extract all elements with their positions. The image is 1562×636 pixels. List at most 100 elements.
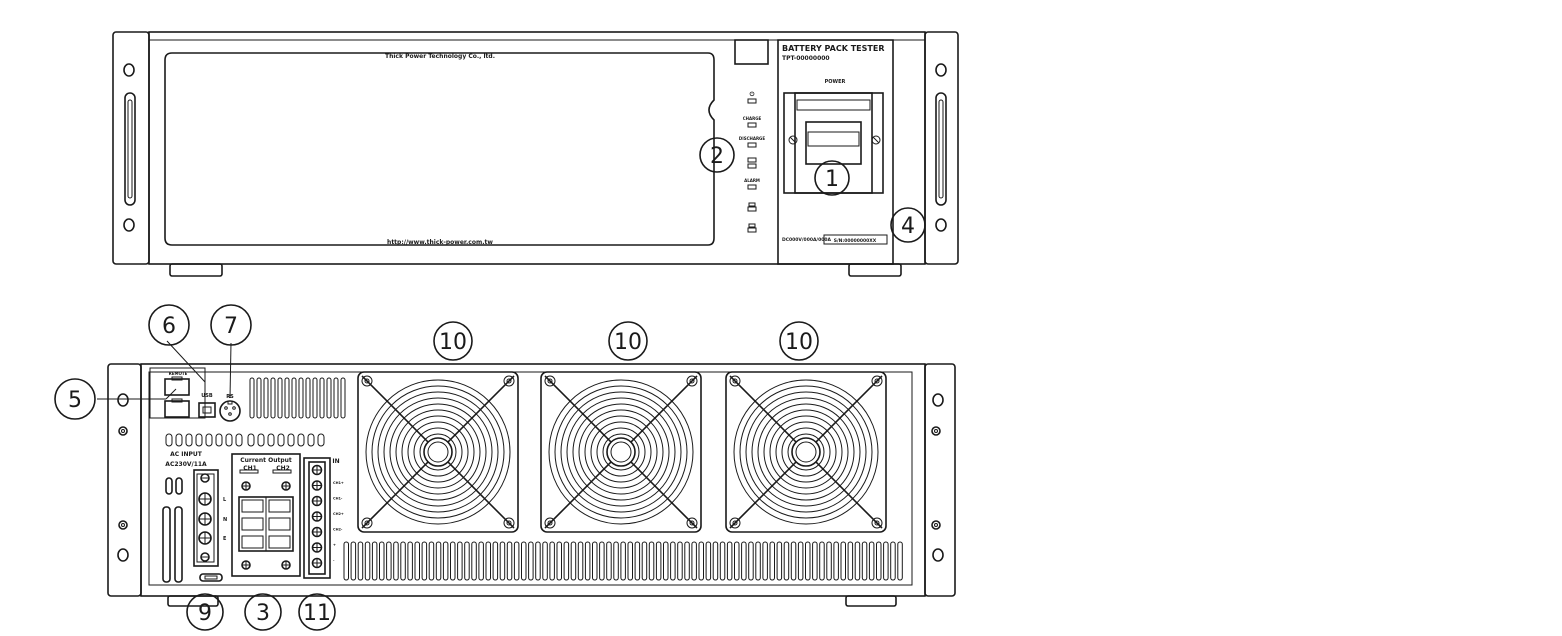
terminal-labels: CH1+CH1-CH2+CH2-+-: [333, 481, 344, 563]
callout-7: 7: [210, 304, 252, 346]
front-url-label: http://www.thick-power.com.tw: [387, 239, 493, 246]
vent-slot: [528, 541, 534, 581]
callout-6: 6: [148, 304, 190, 346]
indicator-label-charge: CHARGE: [743, 116, 762, 121]
vent-hole: [195, 433, 203, 447]
usb-port[interactable]: [198, 402, 216, 418]
vent-slot: [627, 541, 633, 581]
terminal-screw[interactable]: [311, 464, 323, 476]
vent-slot: [457, 541, 463, 581]
svg-text:10: 10: [439, 330, 467, 355]
terminal-screw[interactable]: [311, 495, 323, 507]
vent-slot: [450, 541, 456, 581]
indicator-label-discharge: DISCHARGE: [739, 136, 765, 141]
vent-slot: [371, 541, 378, 581]
vent-slot: [826, 541, 832, 581]
ac-ground-slot: [199, 573, 223, 582]
ac-input-rating: AC230V/11A: [165, 461, 207, 468]
callout-10-right: 10: [779, 321, 819, 361]
vent-slot: [790, 541, 797, 581]
rear-right-rack-ear: [924, 363, 956, 597]
vent-slot: [641, 541, 648, 581]
vent-slot: [270, 377, 276, 419]
vent-slot: [549, 541, 555, 581]
vent-slot: [620, 541, 626, 581]
vent-hole: [247, 433, 255, 447]
vent-hole: [267, 433, 275, 447]
vent-slot: [854, 541, 861, 581]
terminal-screw[interactable]: [311, 542, 323, 553]
front-foot-left: [169, 263, 223, 277]
vent-slot: [897, 541, 903, 581]
vent-slot: [333, 377, 339, 419]
terminal-screw[interactable]: [311, 526, 323, 538]
vent-slot: [400, 541, 406, 581]
vent-hole: [185, 433, 193, 447]
vent-slot: [277, 377, 283, 419]
vent-slot: [797, 541, 804, 581]
vent-slot: [464, 541, 470, 581]
vent-slot: [298, 377, 304, 419]
ac-input-terminal[interactable]: [193, 469, 219, 567]
vent-slot: [847, 541, 854, 581]
svg-text:⏻: ⏻: [750, 91, 755, 98]
vent-slot: [705, 541, 712, 581]
front-left-handle: [124, 92, 136, 206]
vent-slot: [284, 377, 290, 419]
svg-text:1: 1: [825, 167, 839, 192]
rating-text: DC000V/000A/000A: [782, 237, 831, 243]
terminal-block[interactable]: IN: [303, 457, 340, 579]
ethernet-port-bottom[interactable]: [164, 400, 190, 418]
current-output-block[interactable]: Current Output CH1 CH2: [231, 453, 301, 577]
vent-slot: [471, 541, 477, 581]
vent-slot: [386, 541, 392, 581]
front-foot-right: [848, 263, 902, 277]
terminal-screw[interactable]: [311, 480, 323, 491]
vent-slot: [535, 541, 541, 581]
vent-slot: [305, 377, 311, 419]
rear-foot-left: [167, 595, 219, 607]
front-display-window: [164, 52, 715, 246]
vent-hole: [175, 433, 183, 447]
vent-slot: [691, 541, 697, 581]
callout-2: 2: [699, 137, 735, 173]
cooling-fan: [540, 371, 702, 533]
front-right-panel: [777, 39, 894, 265]
callout-9: 9: [186, 593, 224, 631]
vent-hole: [277, 433, 285, 447]
vent-slot: [357, 541, 364, 581]
vent-hole: [235, 433, 243, 447]
vent-hole: [307, 433, 315, 447]
vent-slot: [712, 541, 719, 581]
vent-slot: [734, 541, 740, 581]
ethernet-port-top[interactable]: [164, 378, 190, 396]
vent-slot: [407, 541, 413, 581]
vent-slot: [556, 541, 562, 581]
vent-slot: [592, 541, 598, 581]
vent-slot: [393, 541, 399, 581]
svg-text:3: 3: [256, 601, 270, 626]
power-breaker[interactable]: [783, 92, 884, 194]
upper-vents: [249, 377, 346, 419]
vent-slot: [663, 541, 669, 581]
terminal-label: CH1+: [333, 481, 344, 485]
terminal-screw[interactable]: [311, 511, 323, 522]
vent-slot: [340, 377, 346, 419]
terminal-label: CH1-: [333, 497, 343, 501]
vent-slot: [442, 541, 449, 581]
vent-hole: [215, 433, 223, 447]
vent-hole: [257, 433, 265, 447]
terminal-screw[interactable]: [311, 557, 323, 569]
vent-slot: [414, 541, 420, 581]
vent-slot: [670, 541, 676, 581]
vent-slot: [868, 541, 875, 581]
fans-group: [357, 371, 887, 533]
vent-slot: [326, 377, 332, 419]
vent-slot: [719, 541, 726, 581]
callout-10-middle: 10: [608, 321, 648, 361]
round-vent-row: [165, 433, 325, 447]
vent-slot: [755, 541, 761, 581]
front-lcd-window: [734, 39, 769, 65]
front-left-rack-ear: [112, 31, 150, 265]
current-output-ch1: CH1: [243, 465, 257, 472]
